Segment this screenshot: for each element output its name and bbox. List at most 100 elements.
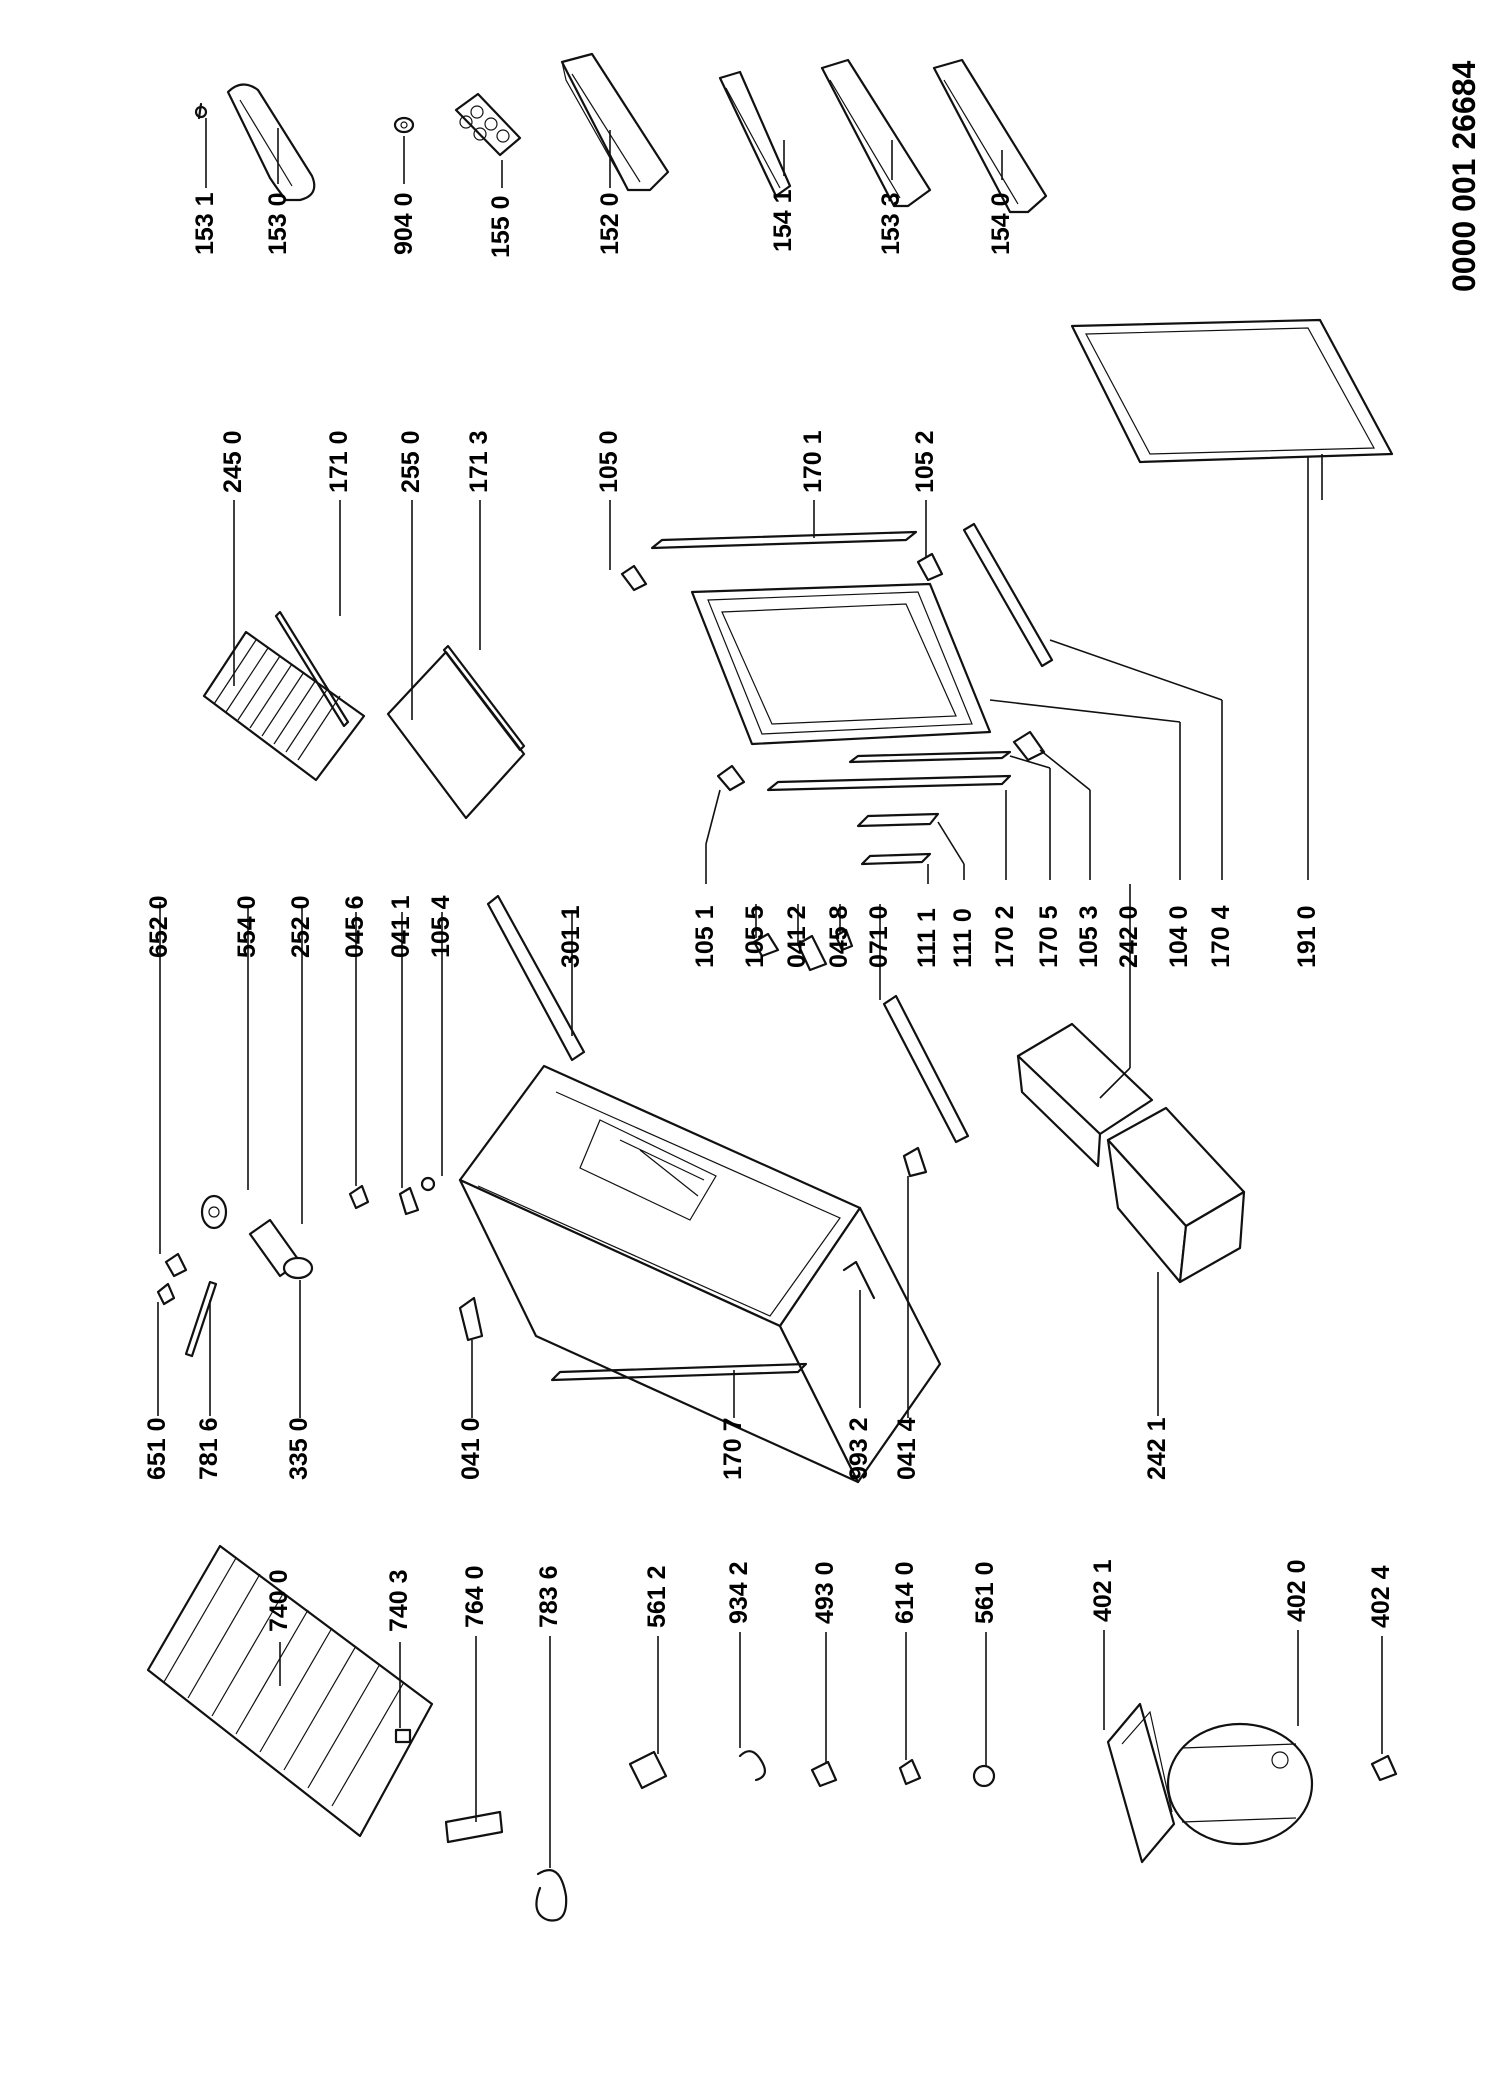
label-252-0: 252 0 xyxy=(287,895,315,958)
label-152-0: 152 0 xyxy=(596,192,624,255)
part-402-0-compressor xyxy=(1166,1722,1314,1846)
part-071-0-rod xyxy=(882,994,970,1144)
label-041-0: 041 0 xyxy=(457,1417,485,1480)
label-191-0: 191 0 xyxy=(1293,905,1321,968)
part-934-2-wire xyxy=(738,1750,767,1782)
part-041-2-fitting xyxy=(796,934,828,972)
label-561-2: 561 2 xyxy=(643,1565,671,1628)
label-071-0: 071 0 xyxy=(865,905,893,968)
part-154-0-bottle-shelf xyxy=(932,58,1048,214)
label-402-1: 402 1 xyxy=(1089,1559,1117,1622)
part-170-1-door-strip xyxy=(650,530,918,550)
label-105-1: 105 1 xyxy=(691,905,719,968)
label-554-0: 554 0 xyxy=(233,895,261,958)
part-783-6-tube xyxy=(535,1869,568,1922)
part-111-1-bracket xyxy=(860,852,932,866)
label-493-0: 493 0 xyxy=(811,1561,839,1624)
label-301-1: 301 1 xyxy=(557,905,585,968)
label-170-1: 170 1 xyxy=(799,430,827,493)
label-155-0: 155 0 xyxy=(487,195,515,258)
part-153-3-door-shelf xyxy=(820,58,932,208)
part-614-0-fitting xyxy=(898,1758,922,1786)
part-904-0-knob xyxy=(393,116,415,134)
part-153-0-cover xyxy=(226,83,316,202)
label-170-5: 170 5 xyxy=(1035,905,1063,968)
part-105-5-fitting xyxy=(752,932,780,958)
part-labels: 153 1 153 0 904 0 155 0 152 0 154 1 153 … xyxy=(143,60,1482,1632)
part-335-0-thermostat xyxy=(282,1256,314,1280)
part-554-0-thermostat-knob xyxy=(200,1194,228,1230)
part-651-0-lamp-socket xyxy=(156,1282,176,1306)
label-153-1: 153 1 xyxy=(191,192,219,255)
label-171-0: 171 0 xyxy=(325,430,353,493)
part-170-2-strip xyxy=(766,774,1012,792)
label-171-3: 171 3 xyxy=(465,430,493,493)
label-740-0: 740 0 xyxy=(265,1569,293,1632)
label-105-5: 105 5 xyxy=(741,905,769,968)
label-934-2: 934 2 xyxy=(725,1561,753,1624)
part-045-8-fitting xyxy=(834,928,854,952)
label-335-0: 335 0 xyxy=(285,1417,313,1480)
part-191-0-door-gasket xyxy=(1070,318,1394,464)
part-301-1-rail xyxy=(486,894,586,1062)
part-105-4-fitting xyxy=(420,1176,436,1192)
part-105-0-hinge xyxy=(620,564,648,592)
part-993-2-cable xyxy=(842,1260,876,1300)
part-493-0-clip xyxy=(810,1760,838,1788)
label-255-0: 255 0 xyxy=(397,430,425,493)
part-781-6-cable xyxy=(184,1280,218,1358)
part-170-4-door-trim xyxy=(962,522,1054,668)
part-561-2-relay xyxy=(628,1750,668,1790)
label-402-4: 402 4 xyxy=(1367,1565,1395,1628)
label-993-2: 993 2 xyxy=(845,1417,873,1480)
label-245-0: 245 0 xyxy=(219,430,247,493)
label-154-0: 154 0 xyxy=(987,192,1015,255)
label-105-2: 105 2 xyxy=(911,430,939,493)
part-170-5-strip xyxy=(848,750,1012,764)
label-561-0: 561 0 xyxy=(971,1561,999,1624)
label-652-0: 652 0 xyxy=(145,895,173,958)
label-104-0: 104 0 xyxy=(1165,905,1193,968)
label-614-0: 614 0 xyxy=(891,1561,919,1624)
label-041-2: 041 2 xyxy=(783,905,811,968)
label-242-0: 242 0 xyxy=(1115,905,1143,968)
label-045-6: 045 6 xyxy=(341,895,369,958)
label-045-8: 045 8 xyxy=(825,905,853,968)
part-111-0-bracket xyxy=(856,812,940,828)
part-740-3-filter xyxy=(394,1728,412,1744)
label-105-3: 105 3 xyxy=(1075,905,1103,968)
part-041-4-hinge xyxy=(902,1146,928,1178)
label-111-0: 111 0 xyxy=(949,908,977,968)
label-105-4: 105 4 xyxy=(427,895,455,958)
label-764-0: 764 0 xyxy=(461,1565,489,1628)
part-152-0-door-shelf xyxy=(560,52,670,192)
label-111-1: 111 1 xyxy=(913,908,941,968)
part-652-0-lamp xyxy=(164,1252,188,1278)
label-041-4: 041 4 xyxy=(893,1417,921,1480)
label-781-6: 781 6 xyxy=(195,1417,223,1480)
part-155-0-egg-tray xyxy=(454,92,522,157)
part-153-1-peg xyxy=(194,102,208,120)
part-045-6-fitting xyxy=(348,1184,370,1210)
label-904-0: 904 0 xyxy=(390,192,418,255)
part-171-0-shelf-trim xyxy=(274,610,350,728)
leader-lines xyxy=(157,118,1383,1868)
part-402-4-grommet xyxy=(1370,1754,1398,1782)
label-041-1: 041 1 xyxy=(387,895,415,958)
label-153-3: 153 3 xyxy=(877,192,905,255)
label-170-4: 170 4 xyxy=(1207,905,1235,968)
part-402-1-compressor-base xyxy=(1106,1702,1176,1864)
part-105-1-hinge xyxy=(716,764,746,792)
label-242-1: 242 1 xyxy=(1143,1417,1171,1480)
part-154-1-door-rail xyxy=(718,70,792,198)
label-740-3: 740 3 xyxy=(385,1569,413,1632)
label-105-0: 105 0 xyxy=(595,430,623,493)
label-402-0: 402 0 xyxy=(1283,1559,1311,1622)
part-242-0-crisper-lid xyxy=(1016,1022,1154,1168)
part-255-0-glass-shelf xyxy=(386,650,526,820)
label-170-2: 170 2 xyxy=(991,905,1019,968)
part-041-0-fitting xyxy=(458,1296,484,1342)
part-764-0-drier xyxy=(444,1810,504,1844)
